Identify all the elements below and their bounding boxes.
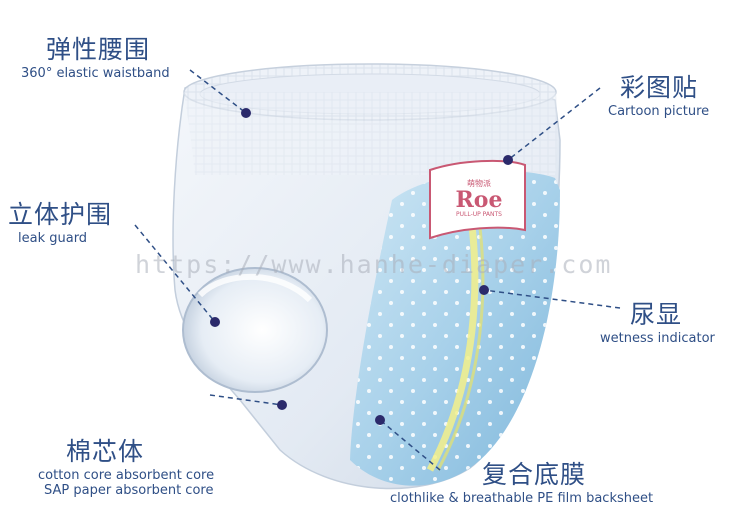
brand-logo-text: Roe	[455, 187, 503, 213]
marker-dot	[241, 108, 251, 118]
label-core: 棉芯体 cotton core absorbent core SAP paper…	[38, 432, 214, 498]
label-wetness-en: wetness indicator	[600, 331, 715, 346]
label-waistband-zh: 弹性腰围	[46, 35, 151, 64]
label-waistband-en: 360° elastic waistband	[21, 66, 170, 81]
brand-logo: 萌物派 Roe PULL-UP PANTS	[436, 178, 522, 218]
marker-dot	[277, 400, 287, 410]
marker-dot	[210, 317, 220, 327]
label-cartoon-en: Cartoon picture	[608, 104, 710, 119]
marker-dot	[375, 415, 385, 425]
label-backsheet-zh: 复合底膜	[482, 460, 587, 489]
marker-dot	[503, 155, 513, 165]
label-core-zh: 棉芯体	[66, 437, 145, 466]
cartoon-sticker	[429, 159, 526, 240]
label-leak-guard-zh: 立体护围	[8, 200, 113, 229]
label-core-en1: cotton core absorbent core	[38, 468, 215, 483]
brand-logo-top: 萌物派	[467, 179, 491, 188]
label-core-en2: SAP paper absorbent core	[44, 483, 214, 498]
label-wetness: 尿显 wetness indicator	[600, 295, 715, 346]
watermark: https://www.hanhe-diaper.com	[135, 250, 613, 279]
label-cartoon-zh: 彩图贴	[620, 73, 699, 102]
label-backsheet: 复合底膜 clothlike & breathable PE film back…	[390, 455, 653, 506]
brand-logo-sub: PULL-UP PANTS	[456, 211, 502, 218]
marker-dot	[479, 285, 489, 295]
label-wetness-zh: 尿显	[630, 300, 683, 329]
label-cartoon: 彩图贴 Cartoon picture	[608, 68, 709, 119]
label-waistband: 弹性腰围 360° elastic waistband	[21, 30, 170, 81]
label-leak-guard-en: leak guard	[18, 231, 88, 246]
leg-opening	[182, 267, 328, 393]
label-backsheet-en: clothlike & breathable PE film backsheet	[390, 491, 654, 506]
label-leak-guard: 立体护围 leak guard	[8, 195, 112, 246]
wetness-stripe	[426, 209, 479, 472]
